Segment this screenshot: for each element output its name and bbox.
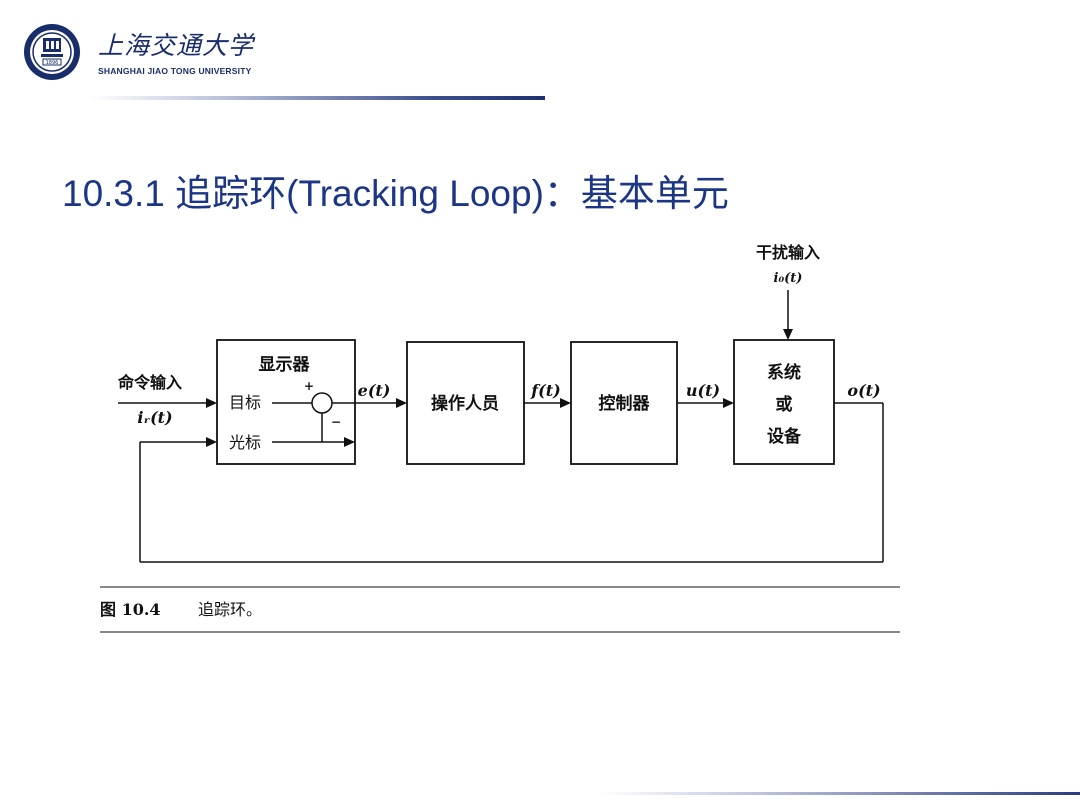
control-signal-label: u(t) — [686, 381, 720, 400]
controller-box-label: 控制器 — [599, 393, 651, 414]
system-box-line3: 设备 — [767, 426, 802, 447]
university-logo: 1896 — [24, 24, 80, 80]
command-input-label: 命令输入 — [117, 373, 182, 392]
target-label: 目标 — [229, 393, 261, 412]
summing-junction — [311, 392, 333, 414]
operator-output-label: f(t) — [530, 381, 560, 400]
university-name-en: SHANGHAI JIAO TONG UNIVERSITY — [98, 66, 252, 76]
footer-rule — [600, 792, 1080, 795]
display-box-title: 显示器 — [259, 355, 311, 375]
header-rule — [90, 96, 545, 100]
plus-sign: + — [304, 379, 314, 393]
minus-sign: − — [331, 415, 341, 429]
tracking-loop-diagram: 显示器 目标 光标 + − 命令输入 iᵣ(t) e(t) 操作人员 f(t) … — [100, 243, 900, 633]
output-signal-label: o(t) — [847, 381, 880, 400]
system-box-line2: 或 — [776, 394, 793, 415]
system-box-line1: 系统 — [767, 362, 801, 383]
command-input-signal: iᵣ(t) — [137, 408, 172, 427]
slide-title: 10.3.1 追踪环(Tracking Loop)：基本单元 — [62, 173, 729, 214]
error-signal-label: e(t) — [358, 381, 391, 400]
logo-year: 1896 — [46, 60, 59, 66]
system-box — [733, 339, 835, 465]
caption-number: 图 10.4 — [100, 600, 161, 619]
disturbance-signal: i₀(t) — [774, 271, 803, 286]
display-box — [216, 339, 356, 465]
cursor-label: 光标 — [229, 433, 261, 452]
university-name-cn: 上海交通大学 — [98, 31, 255, 60]
disturbance-label: 干扰输入 — [756, 243, 820, 262]
caption-text: 追踪环。 — [198, 600, 262, 619]
operator-box-label: 操作人员 — [431, 393, 499, 414]
